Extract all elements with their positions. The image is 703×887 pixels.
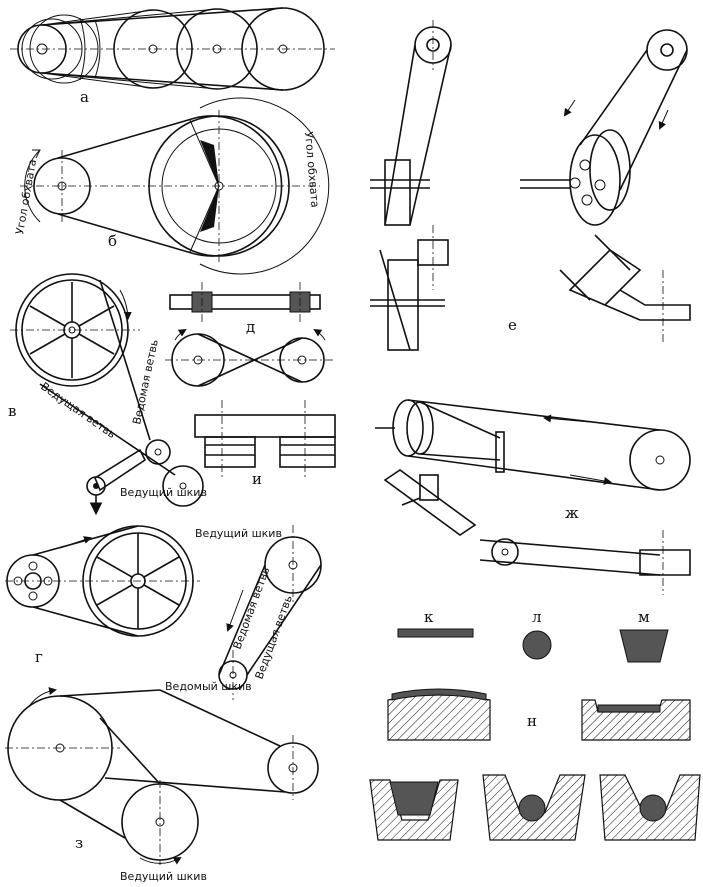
wrap-angle-small-caption: Угол обхвата xyxy=(13,158,39,235)
figure-l: л xyxy=(522,608,552,660)
figure-g: г xyxy=(5,525,200,666)
label-e: е xyxy=(508,316,517,334)
figure-b: Угол обхвата Угол обхвата б xyxy=(13,97,330,275)
driven-pulley-caption: Ведомый шкив xyxy=(165,680,252,693)
label-d: д xyxy=(246,318,255,336)
figure-n: н xyxy=(387,688,691,741)
figure-e: е xyxy=(370,20,691,351)
figure-a: а xyxy=(10,7,335,106)
wrap-angle-large-caption: Угол обхвата xyxy=(302,131,322,208)
label-l: л xyxy=(532,608,542,626)
label-b: б xyxy=(108,232,117,250)
figure-k: к xyxy=(397,608,474,638)
label-zh: ж xyxy=(565,504,579,522)
label-m: м xyxy=(638,608,650,626)
figure-vertical-drive: Ведущий шкив Ведомая ветвь Ведущая ветвь… xyxy=(165,525,322,700)
driving-pulley-caption-v: Ведущий шкив xyxy=(120,486,207,499)
label-i: и xyxy=(252,470,262,488)
label-z: з xyxy=(75,834,83,852)
figure-v-grooves xyxy=(369,774,701,841)
label-g: г xyxy=(35,648,43,666)
driving-branch-caption-g: Ведущая ветвь xyxy=(253,594,295,681)
figure-m: м xyxy=(619,608,669,663)
label-k: к xyxy=(424,608,434,626)
figure-i: и xyxy=(194,400,336,488)
figure-d: д xyxy=(165,282,335,387)
driving-pulley-caption-z: Ведущий шкив xyxy=(120,870,207,883)
label-n: н xyxy=(527,712,537,730)
driven-branch-caption: Ведомая ветвь xyxy=(130,338,161,425)
label-a: а xyxy=(80,88,89,106)
figure-z: з Ведущий шкив xyxy=(5,687,319,883)
label-v: в xyxy=(8,402,16,420)
driving-branch-caption: Ведущая ветвь xyxy=(38,380,118,441)
figure-zh: ж xyxy=(375,399,691,595)
driving-pulley-caption-g: Ведущий шкив xyxy=(195,527,282,540)
